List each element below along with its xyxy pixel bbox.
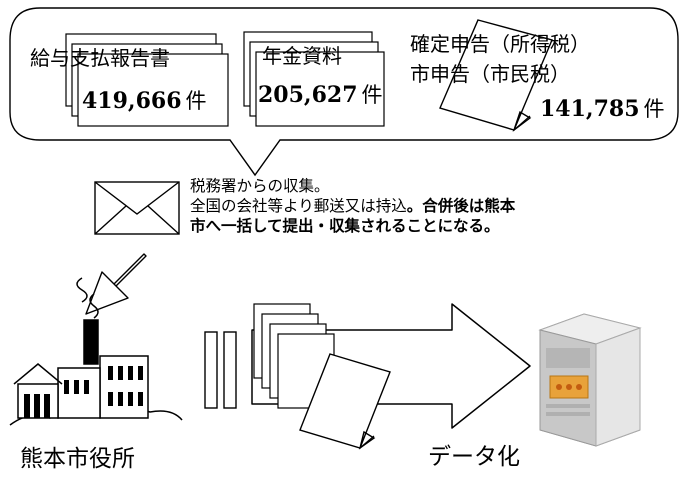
payment-report-label: 給与支払報告書 [30,46,170,70]
collection-note: 税務署からの収集。 全国の会社等より郵送又は持込。合併後は熊本 市へ一括して提出… [190,176,515,236]
note-line-2: 全国の会社等より郵送又は持込。合併後は熊本 [190,197,516,215]
tax-return-label-2: 市申告（市民税） [410,62,570,86]
paper-stack [253,303,335,409]
payment-report-stack [65,33,229,127]
envelope-icon [94,181,180,235]
moving-document-icon [299,353,391,450]
note-line-3: 市へ一括して提出・収集されることになる。 [190,217,500,235]
server-icon [538,313,642,447]
digitize-label: データ化 [428,444,520,470]
city-hall-label: 熊本市役所 [20,446,135,472]
arrow-to-city-hall [85,253,147,315]
tax-return-label-1: 確定申告（所得税） [410,32,590,56]
city-hall-icon [9,277,183,426]
pension-document-stack [243,31,385,127]
motion-bars [204,331,237,409]
note-line-1: 税務署からの収集。 [190,177,330,195]
pension-label: 年金資料 [262,44,342,68]
